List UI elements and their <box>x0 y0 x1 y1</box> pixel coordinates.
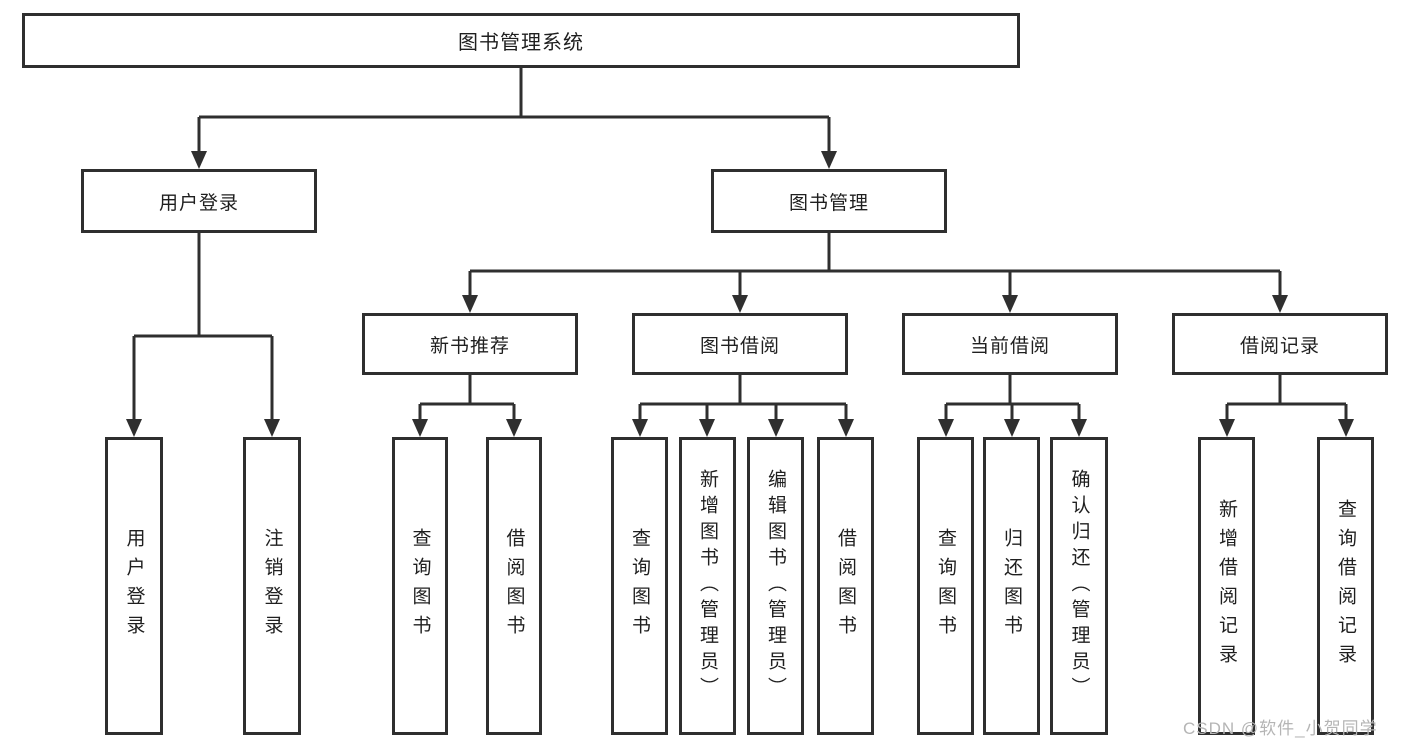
node-book-borrow: 图书借阅 <box>632 313 848 375</box>
arrowhead <box>821 151 837 169</box>
connector-root-to-level2 <box>197 68 831 154</box>
node-label: 借阅图书 <box>503 528 525 644</box>
node-label: 确认归还（管理员） <box>1068 469 1090 703</box>
leaf-add-borrow-record: 新增借阅记录 <box>1198 437 1255 735</box>
node-label: 新书推荐 <box>429 335 510 357</box>
arrowhead <box>1272 295 1288 313</box>
leaf-confirm-return-admin: 确认归还（管理员） <box>1050 437 1108 735</box>
node-label: 注销登录 <box>261 528 283 644</box>
arrowhead <box>732 295 748 313</box>
arrowhead <box>191 151 207 169</box>
arrowhead <box>938 419 954 437</box>
node-label: 用户登录 <box>158 192 239 214</box>
leaf-borrow-books-recommend: 借阅图书 <box>486 437 542 735</box>
node-label: 图书管理 <box>788 192 869 214</box>
node-new-book-recommend: 新书推荐 <box>362 313 578 375</box>
node-label: 查询借阅记录 <box>1335 499 1356 673</box>
node-label: 新增图书（管理员） <box>697 469 718 703</box>
leaf-add-books-admin: 新增图书（管理员） <box>679 437 736 735</box>
arrowhead <box>1338 419 1354 437</box>
arrowhead <box>768 419 784 437</box>
leaf-query-books-current: 查询图书 <box>917 437 974 735</box>
leaf-query-books-recommend: 查询图书 <box>392 437 448 735</box>
arrowhead <box>462 295 478 313</box>
csdn-watermark: CSDN @软件_小贺同学 <box>1183 719 1378 738</box>
node-book-management: 图书管理 <box>711 169 947 233</box>
node-label: 编辑图书（管理员） <box>765 469 786 703</box>
arrowhead <box>1219 419 1235 437</box>
node-label: 用户登录 <box>123 528 145 644</box>
node-label: 图书管理系统 <box>458 32 584 54</box>
connector-book-borrow-to-leaves <box>638 375 848 422</box>
arrowhead <box>1004 419 1020 437</box>
node-label: 借阅记录 <box>1239 335 1320 357</box>
arrowhead <box>699 419 715 437</box>
arrowhead <box>506 419 522 437</box>
leaf-user-login: 用户登录 <box>105 437 163 735</box>
arrowhead <box>126 419 142 437</box>
node-label: 借阅图书 <box>835 528 856 644</box>
node-current-borrow: 当前借阅 <box>902 313 1118 375</box>
leaf-query-borrow-record: 查询借阅记录 <box>1317 437 1374 735</box>
leaf-return-books: 归还图书 <box>983 437 1040 735</box>
node-label: 归还图书 <box>1001 528 1022 644</box>
node-label: 图书借阅 <box>699 335 780 357</box>
node-label: 新增借阅记录 <box>1216 499 1237 673</box>
connector-new-book-recommend-to-leaves <box>418 375 516 422</box>
node-label: 当前借阅 <box>969 335 1050 357</box>
arrowhead <box>1002 295 1018 313</box>
connector-borrow-records-to-leaves <box>1225 375 1348 422</box>
connector-current-borrow-to-leaves <box>944 375 1081 422</box>
node-borrow-records: 借阅记录 <box>1172 313 1388 375</box>
arrowhead <box>838 419 854 437</box>
arrowhead <box>412 419 428 437</box>
arrowhead <box>632 419 648 437</box>
node-label: 查询图书 <box>629 528 650 644</box>
connector-user-login-to-leaves <box>132 233 274 422</box>
node-label: 查询图书 <box>409 528 431 644</box>
leaf-query-books-borrow: 查询图书 <box>611 437 668 735</box>
node-root-system: 图书管理系统 <box>22 13 1020 68</box>
leaf-borrow-books: 借阅图书 <box>817 437 874 735</box>
arrowhead <box>264 419 280 437</box>
arrowhead <box>1071 419 1087 437</box>
connector-book-management-to-level3 <box>468 233 1282 298</box>
node-user-login: 用户登录 <box>81 169 317 233</box>
leaf-edit-books-admin: 编辑图书（管理员） <box>747 437 804 735</box>
node-label: 查询图书 <box>935 528 956 644</box>
leaf-logout: 注销登录 <box>243 437 301 735</box>
